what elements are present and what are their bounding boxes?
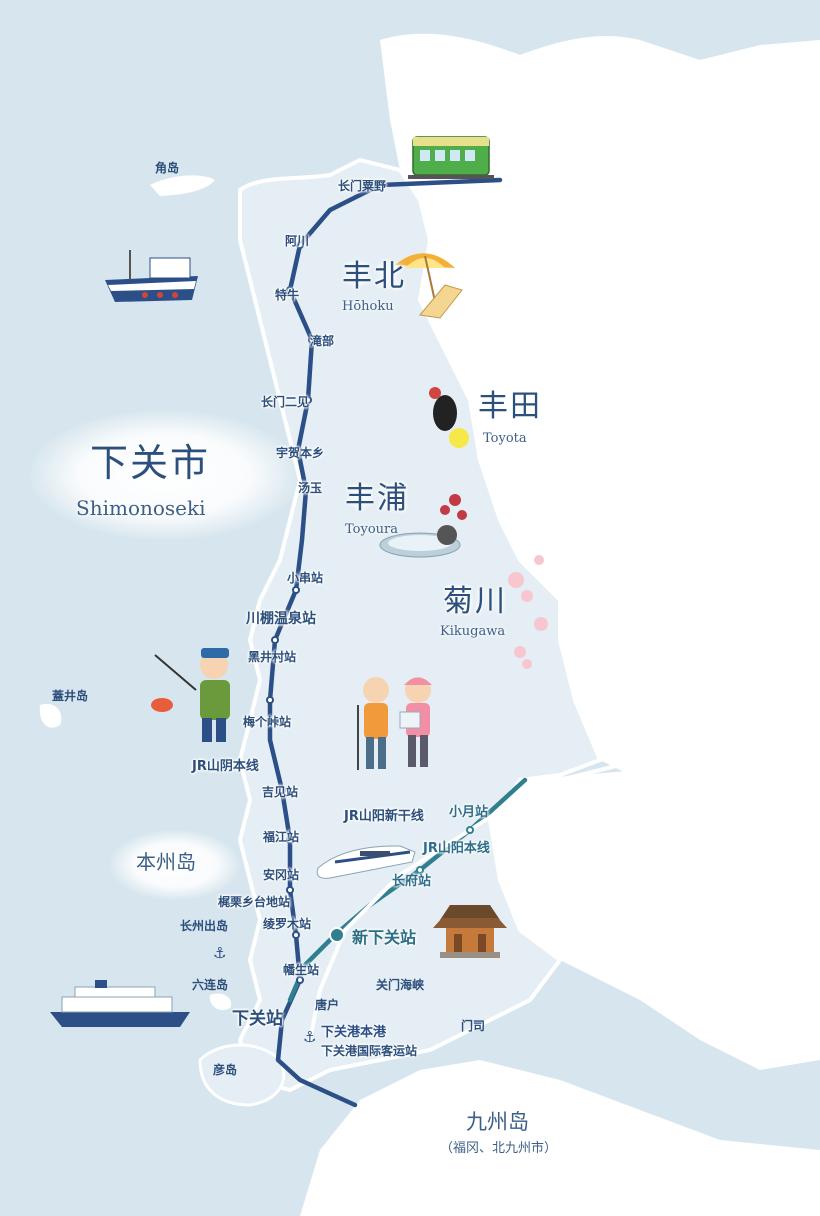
temple-icon: [433, 905, 507, 958]
island-choshu-dejima: 长州出岛: [180, 919, 229, 933]
station-kawatana[interactable]: 川棚温泉站: [246, 611, 316, 627]
station-hatabu[interactable]: 幡生站: [283, 963, 320, 977]
station-chofu[interactable]: 长府站: [392, 874, 432, 889]
area-toyoura-en: Toyoura: [345, 522, 398, 537]
firefly-icon: [429, 387, 469, 448]
parasol-icon: [395, 253, 463, 319]
fishing-boat-icon: [105, 250, 198, 302]
chofu-marker[interactable]: [416, 866, 424, 874]
land-futaoijima: [39, 703, 62, 728]
direction-east-label: 新山口、广岛、大阪 京都、东京方面: [646, 763, 764, 796]
line-sanin-label: JR山阴本线: [192, 759, 259, 774]
local-train-icon: [408, 136, 494, 179]
station-nagato-awano[interactable]: 长门粟野: [338, 179, 387, 193]
area-kikugawa-en: Kikugawa: [440, 624, 506, 639]
line-sanyo-label: JR山阳本线: [423, 841, 490, 856]
land-shimonoseki: [237, 157, 603, 1093]
land-nagato: [380, 33, 820, 780]
place-moji: 门司: [461, 1019, 486, 1033]
station-kogushi[interactable]: 小串站: [287, 571, 324, 585]
station-kottoi[interactable]: 特牛: [275, 288, 300, 302]
ozuki-marker[interactable]: [466, 826, 474, 834]
anchor-icon: ⚓: [303, 1028, 316, 1046]
neighbor-city-cn: 长门市: [596, 238, 656, 262]
station-kajikuri[interactable]: 梶栗乡台地站: [218, 895, 291, 909]
place-port-main[interactable]: 下关港本港: [321, 1025, 387, 1040]
city-name-en: Shimonoseki: [76, 496, 206, 520]
place-karato: 唐户: [315, 998, 340, 1012]
land-tsunoshima: [150, 175, 215, 196]
island-mutsure: 六连岛: [192, 978, 229, 992]
place-kanmon-strait: 关门海峡: [376, 978, 425, 992]
land-hikoshima: [198, 1043, 286, 1107]
island-kyushu: 九州岛: [466, 1110, 529, 1134]
line-shinkansen-label: JR山阳新干线: [344, 809, 424, 824]
hikers-icon: [357, 677, 432, 770]
station-ayaragi[interactable]: 绫罗木站: [263, 917, 312, 931]
island-honshu: 本州岛: [136, 850, 196, 874]
area-toyota-cn: 丰田: [478, 389, 542, 424]
shin-shimonoseki-marker[interactable]: [329, 927, 345, 943]
station-shin-shimonoseki[interactable]: 新下关站: [352, 928, 417, 947]
island-kyushu-sub: （福冈、北九州市）: [440, 1141, 558, 1156]
city-name-cn: 下关市: [90, 441, 211, 485]
place-port-terminal[interactable]: 下关港国际客运站: [321, 1044, 418, 1058]
shinkansen-line: [308, 763, 622, 1042]
area-toyota-en: Toyota: [483, 431, 527, 446]
station-yutama[interactable]: 汤玉: [298, 481, 323, 495]
land-honshu-east: [490, 740, 820, 1070]
station-yasuoka[interactable]: 安冈站: [263, 868, 300, 882]
area-toyoura-cn: 丰浦: [345, 481, 409, 516]
direction-north-label: 长门、岛根、鸟取、 京都站方面: [503, 157, 621, 190]
station-ozuki[interactable]: 小月站: [449, 805, 489, 820]
island-tsunoshima: 角岛: [155, 161, 180, 175]
hot-spring-icon: [379, 494, 467, 558]
area-hohoku-en: Hōhoku: [342, 299, 394, 314]
island-hikoshima: 彦岛: [213, 1063, 238, 1077]
fisherman-icon: [151, 648, 230, 742]
city-glow: [30, 410, 300, 540]
land-mutsure: [209, 993, 232, 1011]
station-yoshimi[interactable]: 吉见站: [262, 785, 299, 799]
shinkansen-icon: [316, 845, 416, 879]
ferry-icon: [50, 980, 190, 1027]
station-ugahongo[interactable]: 宇贺本乡: [276, 446, 325, 460]
station-ato[interactable]: 阿川: [285, 234, 310, 248]
blossom-icon: [508, 555, 548, 669]
area-kikugawa-cn: 菊川: [443, 584, 507, 619]
station-kuroimura[interactable]: 黑井村站: [248, 650, 297, 664]
sanin-station-markers: [266, 181, 384, 984]
station-fukue[interactable]: 福江站: [263, 830, 300, 844]
station-shimonoseki[interactable]: 下关站: [232, 1009, 283, 1029]
neighbor-city-en: Nagato city: [579, 269, 674, 288]
station-nagato-futami[interactable]: 长门二见: [261, 395, 310, 409]
island-futaoijima: 蓋井岛: [52, 689, 89, 703]
anchor-icon: ⚓: [213, 944, 226, 962]
honshu-glow: [110, 830, 240, 900]
station-umegatou[interactable]: 梅个峠站: [243, 715, 292, 729]
station-takibe[interactable]: 滝部: [310, 334, 335, 348]
kyushu-glow: [440, 1100, 600, 1175]
area-hohoku-cn: 丰北: [342, 259, 406, 294]
